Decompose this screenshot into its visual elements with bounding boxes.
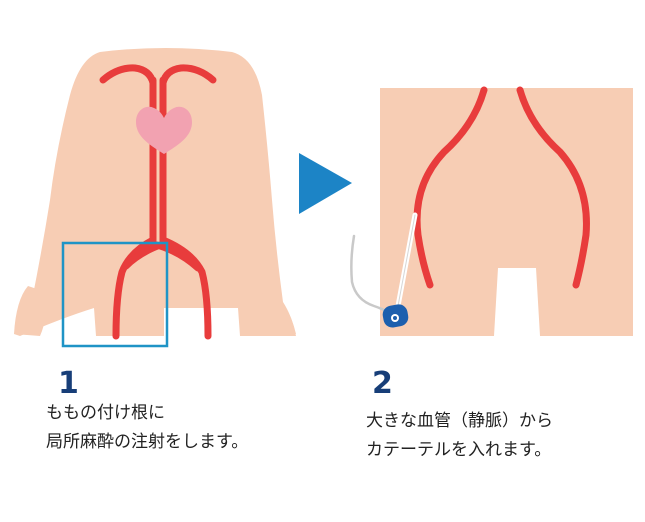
left-hand [14,286,47,336]
vessels-panel2 [413,86,590,289]
step-1-description: ももの付け根に 局所麻酔の注射をします。 [46,399,248,457]
catheter-hub-center [393,316,397,320]
catheter-shaft-outline [397,214,416,307]
right-femoral-vessel [516,86,590,289]
vessels-panel1 [99,64,217,340]
step-1-number: 1 [58,366,79,401]
step-2-line-1: 大きな血管（静脈）から [366,411,553,431]
left-arm-vessel [99,64,157,87]
left-femoral-vessel [413,86,488,289]
right-iliac-vessel [159,236,212,340]
step-1-line-1: ももの付け根に [46,403,165,423]
catheter [350,212,418,328]
left-iliac-vessel [112,236,157,340]
right-hand [262,286,296,336]
step-1-line-2: 局所麻酔の注射をします。 [46,432,249,452]
groin-highlight-box [61,241,169,348]
heart-icon [136,106,192,154]
right-arm-vessel [159,64,217,87]
step-2-line-2: カテーテルを入れます。 [366,440,552,460]
iliac-crossing-vessel [122,240,202,272]
step-2-number: 2 [372,366,393,401]
step-2-description: 大きな血管（静脈）から カテーテルを入れます。 [366,407,553,465]
procedure-illustration [14,48,633,348]
next-step-arrow [299,153,352,214]
